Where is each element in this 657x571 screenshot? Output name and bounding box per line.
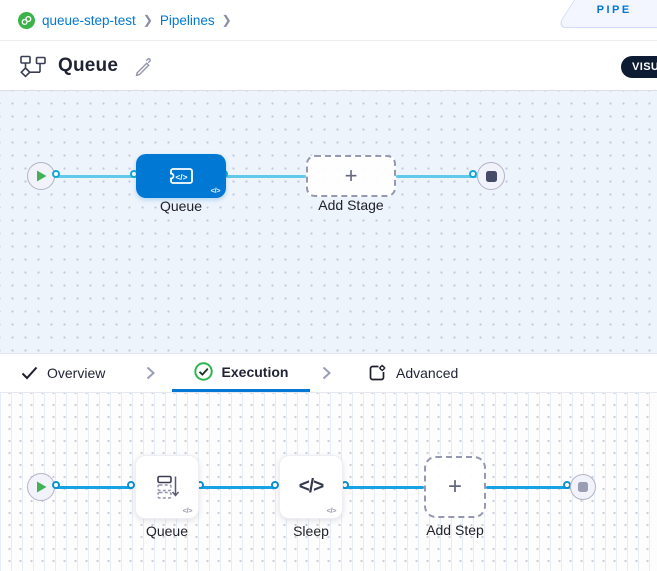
connector-port[interactable] <box>127 481 135 489</box>
connector-port[interactable] <box>52 170 60 178</box>
tab-label: Execution <box>221 363 289 380</box>
code-badge: </> <box>326 506 337 515</box>
tab-overview[interactable]: Overview <box>21 354 105 392</box>
pipeline-end-node[interactable] <box>477 162 505 190</box>
add-stage-label: Add Stage <box>318 197 384 213</box>
step-node-queue[interactable]: </> <box>135 455 199 519</box>
stage-graph-canvas[interactable]: </> </> Queue + Add Stage <box>0 91 657 353</box>
tab-label: Overview <box>47 365 106 381</box>
stage-edge <box>226 175 306 178</box>
step-edge <box>55 486 133 489</box>
stage-config-tabs: Overview Execution Advanced <box>0 353 657 393</box>
breadcrumb: queue-step-test ❯ Pipelines ❯ PIPE <box>0 0 657 41</box>
queue-step-icon <box>157 475 180 499</box>
breadcrumb-project-link[interactable]: queue-step-test <box>42 12 136 28</box>
tab-label: Advanced <box>396 365 459 381</box>
pipeline-icon <box>20 55 46 78</box>
play-icon <box>36 481 46 493</box>
chevron-right-icon <box>322 354 331 392</box>
step-node-label: Queue <box>145 523 189 539</box>
tab-execution[interactable]: Execution <box>172 354 310 392</box>
execution-start-node[interactable] <box>27 473 55 501</box>
plus-icon: + <box>447 473 462 500</box>
page-title: Queue <box>58 55 119 76</box>
step-node-sleep[interactable]: </> </> <box>279 455 343 519</box>
connector-port[interactable] <box>469 170 477 178</box>
execution-end-node[interactable] <box>570 474 596 500</box>
pipeline-start-node[interactable] <box>27 162 55 190</box>
stage-edge <box>55 175 136 178</box>
project-icon <box>18 11 35 29</box>
step-edge <box>199 486 277 489</box>
code-badge: </> <box>182 506 193 515</box>
check-circle-icon <box>193 362 213 381</box>
chevron-right-icon <box>146 354 155 392</box>
connector-port[interactable] <box>52 481 60 489</box>
add-step-label: Add Step <box>426 522 484 538</box>
custom-stage-icon: </> <box>170 168 193 184</box>
stage-edge <box>396 175 477 178</box>
step-node-label: Sleep <box>293 523 329 539</box>
pipeline-header: Queue VISU <box>0 42 657 91</box>
pipeline-studio-tab-label: PIPE <box>596 4 632 16</box>
svg-text:</>: </> <box>175 172 187 182</box>
plus-icon: + <box>344 163 358 188</box>
pipeline-studio-tab[interactable]: PIPE <box>555 0 657 28</box>
code-step-icon: </> <box>298 476 325 497</box>
chevron-right-icon: ❯ <box>142 13 153 27</box>
chevron-right-icon: ❯ <box>221 13 232 27</box>
link-icon <box>21 15 32 25</box>
add-stage-button[interactable]: + <box>306 155 396 197</box>
step-edge <box>343 486 424 489</box>
connector-port[interactable] <box>271 481 279 489</box>
advanced-settings-icon <box>369 364 386 381</box>
stop-icon <box>578 482 588 492</box>
add-step-button[interactable]: + <box>424 456 486 518</box>
tab-advanced[interactable]: Advanced <box>368 354 458 392</box>
stage-node-queue[interactable]: </> </> <box>136 154 226 198</box>
visual-yaml-toggle[interactable]: VISU <box>621 56 657 78</box>
visual-toggle-label: VISU <box>632 61 657 73</box>
stage-node-label: Queue <box>159 198 203 214</box>
edit-pencil-icon[interactable] <box>134 57 153 76</box>
play-icon <box>36 170 46 182</box>
code-badge: </> <box>210 186 221 195</box>
check-icon <box>21 366 38 380</box>
execution-graph-canvas[interactable]: </> Queue </> </> Sleep + Add Step <box>0 393 657 571</box>
breadcrumb-pipelines-link[interactable]: Pipelines <box>159 12 215 28</box>
stop-icon <box>485 170 497 182</box>
step-edge <box>486 486 570 489</box>
